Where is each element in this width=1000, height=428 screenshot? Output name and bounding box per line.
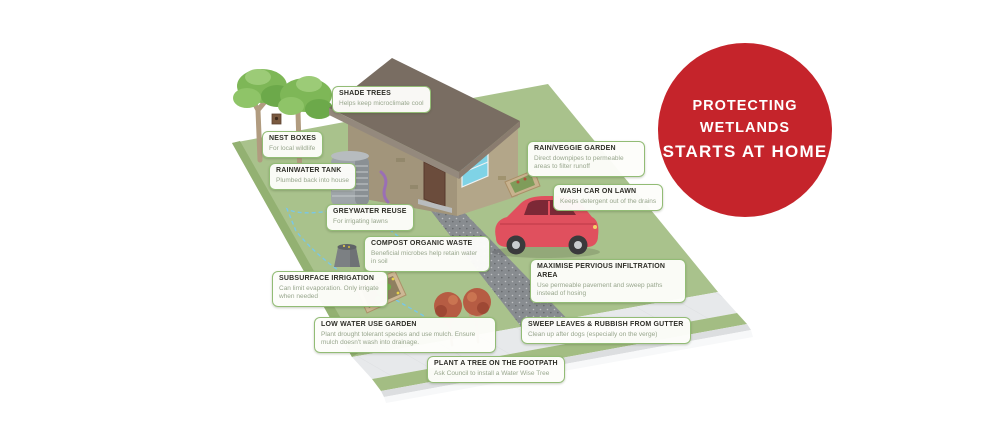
compost-bin	[334, 244, 360, 267]
callout-compost-organic-waste: COMPOST ORGANIC WASTE Beneficial microbe…	[364, 236, 490, 272]
callout-wash-car-on-lawn: WASH CAR ON LAWN Keeps detergent out of …	[553, 184, 664, 212]
curb	[384, 330, 753, 403]
callout-rainwater-tank: RAINWATER TANK Plumbed back into house	[269, 163, 356, 191]
callout-title: SUBSURFACE IRRIGATION	[279, 275, 375, 282]
callout-desc: For irrigating lawns	[333, 217, 388, 225]
callout-subsurface-irrigation: SUBSURFACE IRRIGATION Can limit evaporat…	[272, 271, 388, 307]
callout-title: GREYWATER REUSE	[333, 208, 407, 215]
tree-trunks	[247, 92, 313, 181]
callout-title: RAINWATER TANK	[276, 167, 342, 174]
callout-title: WASH CAR ON LAWN	[560, 188, 637, 195]
callout-desc: Helps keep microclimate cool	[339, 99, 424, 107]
callout-low-water-use-garden: LOW WATER USE GARDEN Plant drought toler…	[314, 317, 496, 353]
callout-rain-veggie-garden: RAIN/VEGGIE GARDEN Direct downpipes to p…	[527, 141, 645, 177]
callout-greywater-reuse: GREYWATER REUSE For irrigating lawns	[326, 204, 414, 232]
callout-title: COMPOST ORGANIC WASTE	[371, 240, 473, 247]
callout-plant-a-tree-on-the-footpath: PLANT A TREE ON THE FOOTPATH Ask Council…	[427, 356, 565, 384]
callout-title: LOW WATER USE GARDEN	[321, 321, 417, 328]
campaign-badge: PROTECTING WETLANDS STARTS AT HOME	[658, 43, 832, 217]
callout-maximise-pervious-infiltration-area: MAXIMISE PERVIOUS INFILTRATION AREA Use …	[530, 259, 686, 304]
callout-desc: Direct downpipes to permeable areas to f…	[534, 154, 624, 171]
callout-title: NEST BOXES	[269, 135, 317, 142]
car	[492, 196, 600, 258]
callout-desc: Ask Council to install a Water Wise Tree	[434, 369, 550, 377]
callout-desc: Plant drought tolerant species and use m…	[321, 330, 476, 347]
callout-desc: Use permeable pavement and sweep paths i…	[537, 281, 663, 297]
callout-desc: Plumbed back into house	[276, 176, 349, 184]
callout-desc: Clean up after dogs (especially on the v…	[528, 330, 658, 338]
callout-desc: Can limit evaporation. Only irrigate whe…	[279, 284, 379, 301]
callout-title: MAXIMISE PERVIOUS INFILTRATION AREA	[537, 263, 666, 279]
door-step	[418, 199, 452, 213]
callout-desc: For local wildlife	[269, 144, 316, 152]
callout-title: RAIN/VEGGIE GARDEN	[534, 145, 616, 152]
badge-line-2: STARTS AT HOME	[662, 141, 828, 161]
callout-desc: Keeps detergent out of the drains	[560, 197, 657, 205]
callout-shade-trees: SHADE TREES Helps keep microclimate cool	[332, 86, 431, 114]
veggie-garden-bed	[504, 169, 541, 198]
badge-line-1: PROTECTING WETLANDS	[692, 98, 798, 137]
callout-sweep-leaves-rubbish-from-gutter: SWEEP LEAVES & RUBBISH FROM GUTTER Clean…	[521, 317, 691, 345]
callout-nest-boxes: NEST BOXES For local wildlife	[262, 131, 324, 159]
callout-desc: Beneficial microbes help retain water in…	[371, 249, 478, 266]
downpipe	[379, 170, 390, 204]
callout-title: SWEEP LEAVES & RUBBISH FROM GUTTER	[528, 321, 684, 328]
callout-title: SHADE TREES	[339, 90, 391, 97]
nest-box-illustration	[271, 113, 282, 125]
shade-trees-illustration	[233, 69, 333, 181]
callout-title: PLANT A TREE ON THE FOOTPATH	[434, 360, 558, 367]
